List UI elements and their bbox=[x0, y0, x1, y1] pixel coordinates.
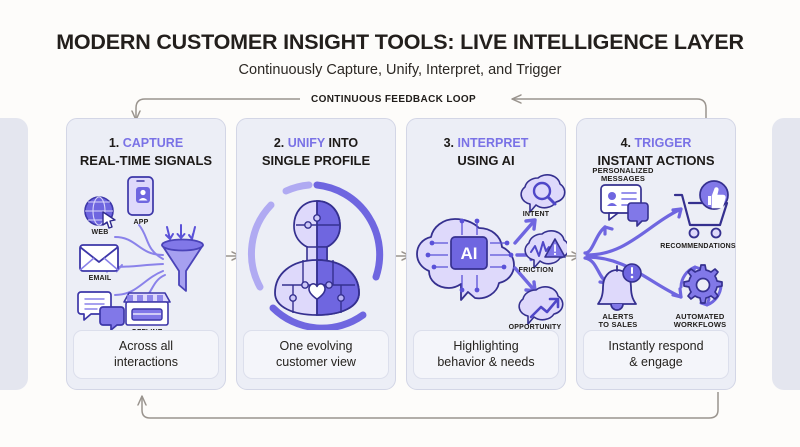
panel-interpret-art: AI bbox=[407, 169, 567, 389]
label-email: EMAIL bbox=[88, 274, 112, 282]
ai-brain-icon: AI bbox=[416, 217, 515, 301]
panel-unify[interactable]: 2. UNIFY INTO SINGLE PROFILE bbox=[236, 118, 396, 390]
funnel-icon bbox=[161, 238, 204, 292]
panel-trigger-heading: 4. TRIGGER INSTANT ACTIONS bbox=[598, 135, 715, 169]
panel-interpret-heading: 3. INTERPRET USING AI bbox=[444, 135, 529, 169]
label-opportunity: OPPORTUNITY bbox=[508, 323, 562, 331]
panel-capture-accent-word: CAPTURE bbox=[122, 136, 184, 150]
decorative-panel-right bbox=[772, 118, 800, 390]
panel-unify-caption: One evolving customer view bbox=[243, 329, 389, 379]
svg-text:AI: AI bbox=[461, 244, 478, 263]
label-friction: FRICTION bbox=[518, 266, 554, 274]
decorative-panel-left bbox=[0, 118, 28, 390]
page-subtitle: Continuously Capture, Unify, Interpret, … bbox=[238, 62, 562, 78]
label-intent: INTENT bbox=[522, 210, 550, 218]
bell-alert-icon bbox=[597, 262, 642, 311]
label-app: APP bbox=[133, 218, 149, 226]
feedback-loop-label: CONTINUOUS FEEDBACK LOOP bbox=[311, 94, 477, 105]
magnifier-bubble-icon bbox=[520, 173, 566, 213]
panel-capture-caption: Across all interactions bbox=[73, 329, 219, 379]
panel-trigger-number: 4. bbox=[620, 136, 631, 150]
panel-capture-number: 1. bbox=[108, 136, 120, 150]
label-recommendations: RECOMMENDATIONS bbox=[660, 242, 736, 250]
panel-interpret-accent-word: INTERPRET bbox=[457, 136, 529, 150]
panel-unify-heading: 2. UNIFY INTO SINGLE PROFILE bbox=[262, 135, 370, 169]
panel-interpret-caption: Highlighting behavior & needs bbox=[413, 329, 559, 379]
panel-unify-accent-word: UNIFY bbox=[287, 136, 326, 150]
stage-panels: 1. CAPTURE REAL-TIME SIGNALS bbox=[66, 118, 738, 390]
panel-interpret[interactable]: 3. INTERPRET USING AI bbox=[406, 118, 567, 390]
panel-trigger-subheading: INSTANT ACTIONS bbox=[597, 152, 715, 168]
shopping-cart-thumbsup-icon bbox=[673, 179, 729, 239]
growth-arrow-bubble-icon bbox=[518, 285, 564, 325]
globe-cursor-icon bbox=[84, 195, 116, 229]
panel-unify-subheading: SINGLE PROFILE bbox=[261, 152, 371, 168]
panel-unify-number: 2. bbox=[273, 136, 285, 150]
envelope-icon bbox=[79, 243, 119, 272]
panel-unify-head-tail: INTO bbox=[325, 136, 359, 150]
panel-capture-heading: 1. CAPTURE REAL-TIME SIGNALS bbox=[80, 135, 212, 169]
panel-unify-art bbox=[237, 169, 395, 389]
personalized-message-icon bbox=[600, 183, 649, 227]
panel-trigger-art: PERSONALIZED MESSAGES RECOMMENDATIONS AL… bbox=[577, 165, 736, 389]
gear-workflow-icon bbox=[679, 263, 723, 307]
storefront-icon bbox=[123, 291, 171, 326]
label-personalized-messages: PERSONALIZED MESSAGES bbox=[592, 165, 654, 184]
panel-capture-subheading: REAL-TIME SIGNALS bbox=[79, 152, 213, 168]
panel-trigger[interactable]: 4. TRIGGER INSTANT ACTIONS bbox=[576, 118, 736, 390]
label-automated-workflows: AUTOMATED WORKFLOWS bbox=[673, 311, 727, 330]
panel-trigger-caption: Instantly respond & engage bbox=[583, 329, 729, 379]
panel-interpret-number: 3. bbox=[443, 136, 455, 150]
panel-trigger-accent-word: TRIGGER bbox=[634, 136, 692, 150]
page-title: MODERN CUSTOMER INSIGHT TOOLS: LIVE INTE… bbox=[56, 30, 744, 54]
panel-capture[interactable]: 1. CAPTURE REAL-TIME SIGNALS bbox=[66, 118, 226, 390]
label-web: WEB bbox=[91, 228, 109, 236]
panel-capture-art: WEB APP EMAIL CHAT OFFLINE bbox=[67, 169, 225, 389]
mobile-phone-icon bbox=[127, 175, 154, 216]
puzzle-person-profile-icon bbox=[274, 199, 360, 316]
chat-bubbles-icon bbox=[77, 290, 125, 331]
warning-bubble-icon bbox=[524, 229, 567, 269]
circular-arc-icon bbox=[247, 181, 384, 332]
label-alerts-to-sales: ALERTS TO SALES bbox=[598, 311, 638, 330]
panel-interpret-subheading: USING AI bbox=[457, 152, 515, 168]
